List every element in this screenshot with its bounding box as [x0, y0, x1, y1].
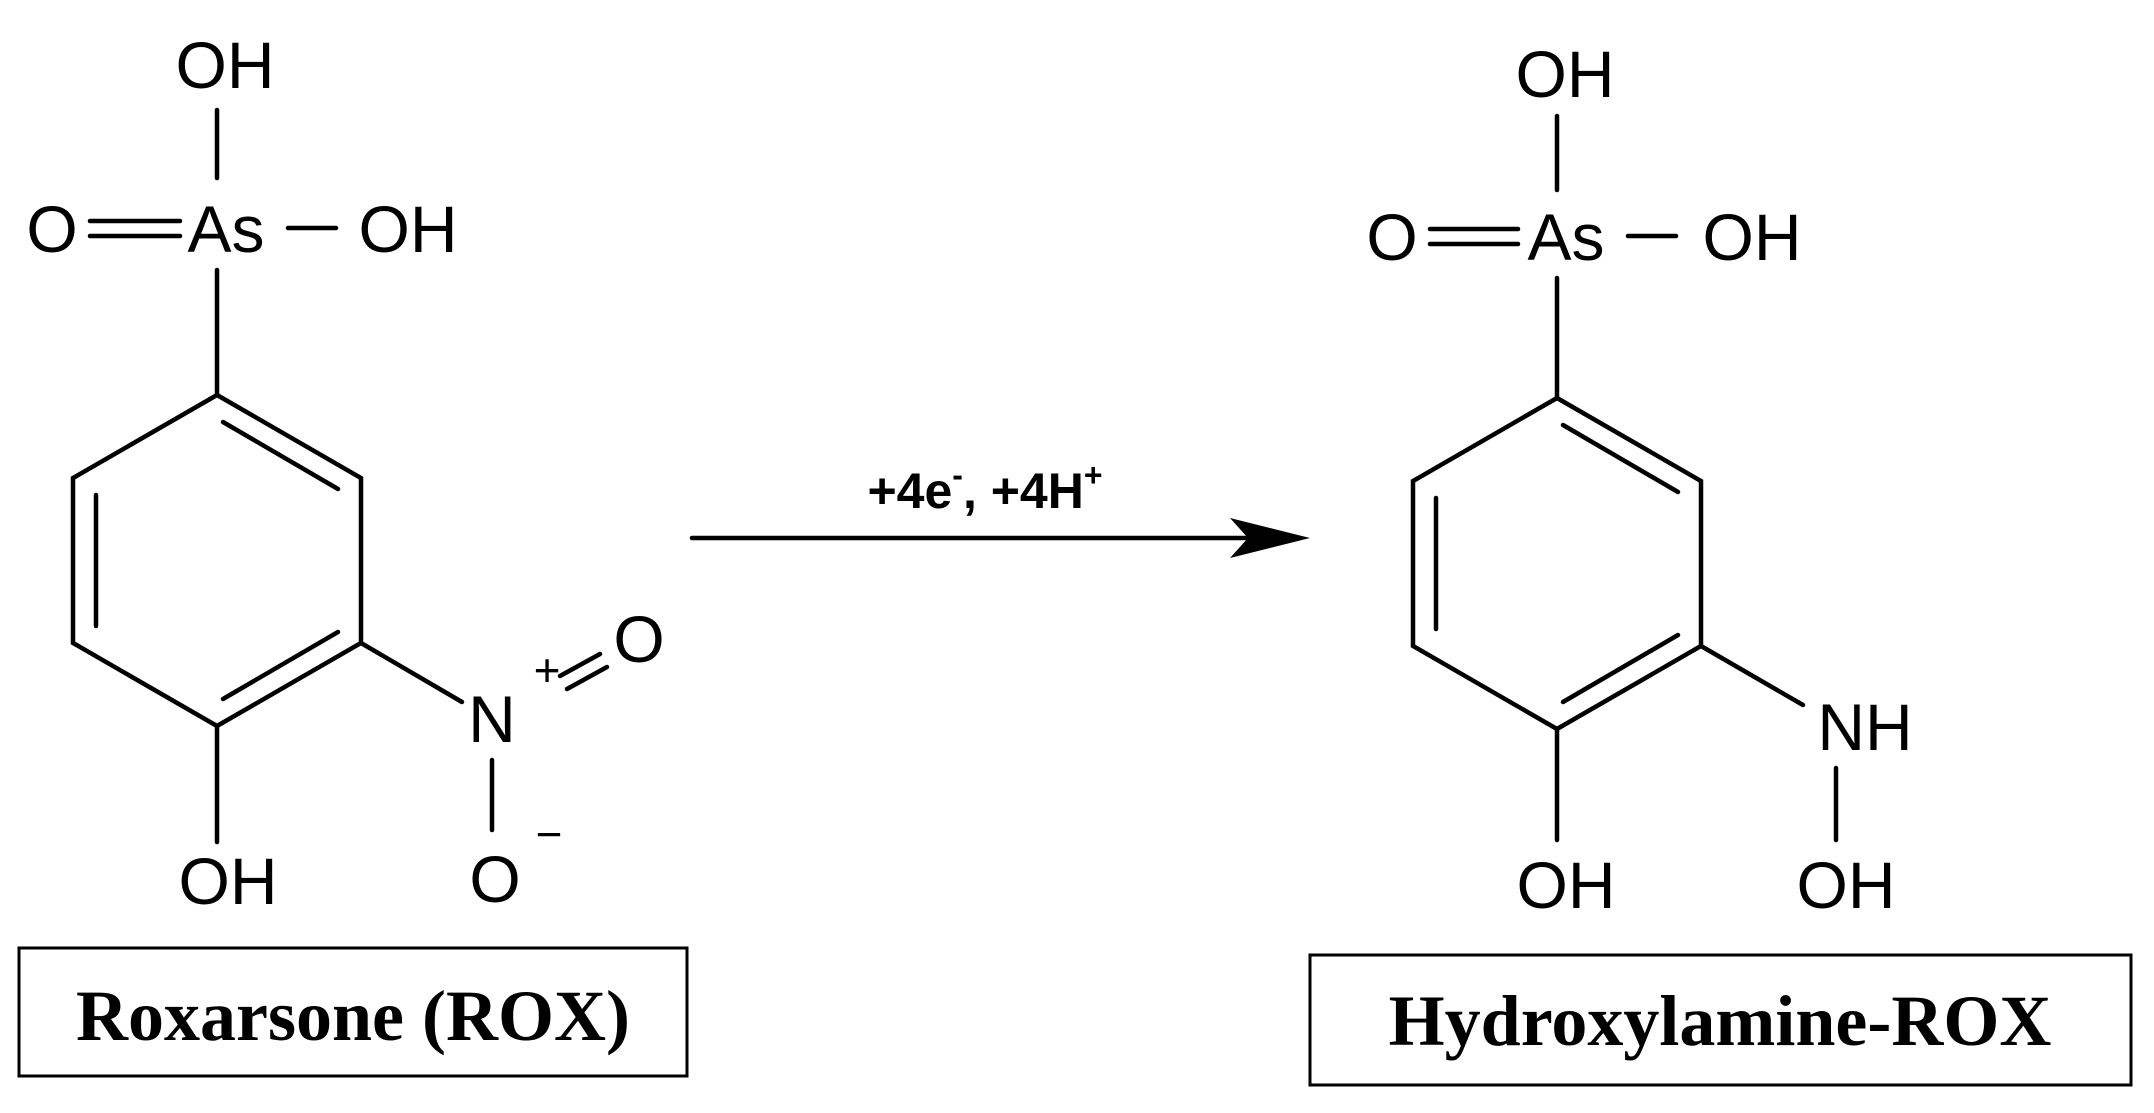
proton-charge: +	[1084, 457, 1103, 493]
ring-nh-bond	[1698, 643, 1806, 708]
electron-charge: -	[952, 457, 963, 493]
product-oh-top: OH	[1516, 37, 1615, 111]
reaction-conditions: +4e-, +4H+	[867, 457, 1102, 519]
product-name: Hydroxylamine-ROX	[1389, 981, 2052, 1061]
electron-term: +4e	[867, 463, 952, 519]
reactant-nitro-n: N	[468, 682, 516, 756]
reaction-arrow-head	[1230, 518, 1310, 558]
product-ring-inner-double-3	[1560, 632, 1681, 705]
product-oxo: O	[1366, 200, 1417, 274]
roxarsone-structure: OH O As OH OH N + O O −	[26, 28, 664, 918]
product-name-box	[1308, 953, 2133, 1087]
reactant-name: Roxarsone (ROX)	[76, 976, 630, 1056]
reactant-oxo: O	[26, 192, 77, 266]
reactant-oh-ring: OH	[179, 844, 278, 918]
nitro-double-bond-b	[564, 664, 610, 692]
reactant-oh-top: OH	[176, 28, 275, 102]
product-arsenic: As	[1527, 200, 1604, 274]
product-n-oh: OH	[1797, 848, 1896, 922]
hydroxylamine-rox-structure: OH O As OH OH NH OH	[1366, 37, 1912, 922]
reactant-oh-right: OH	[359, 192, 458, 266]
reaction-arrow-group: +4e-, +4H+	[689, 457, 1310, 558]
ring-nitro-bond	[358, 640, 465, 705]
product-nh: NH	[1817, 690, 1912, 764]
product-ring-inner-double-1	[1560, 422, 1681, 495]
reactant-arsenic: As	[187, 192, 264, 266]
ring-inner-double-1	[220, 419, 341, 492]
nitro-double-bond-a	[557, 651, 603, 679]
ring-inner-double-3	[220, 629, 341, 702]
product-oh-ring: OH	[1517, 848, 1616, 922]
reactant-nitro-minus: −	[536, 808, 563, 860]
conditions-separator: ,	[963, 463, 991, 519]
reactant-benzene-ring	[70, 392, 364, 729]
reactant-nitro-o-double: O	[613, 602, 664, 676]
reactant-name-box	[17, 946, 689, 1078]
reactant-nitro-o-single: O	[469, 842, 520, 916]
product-benzene-ring	[1410, 395, 1704, 732]
product-oh-right: OH	[1703, 200, 1802, 274]
reactant-nitro-plus: +	[534, 644, 561, 696]
proton-term: +4H	[991, 463, 1084, 519]
